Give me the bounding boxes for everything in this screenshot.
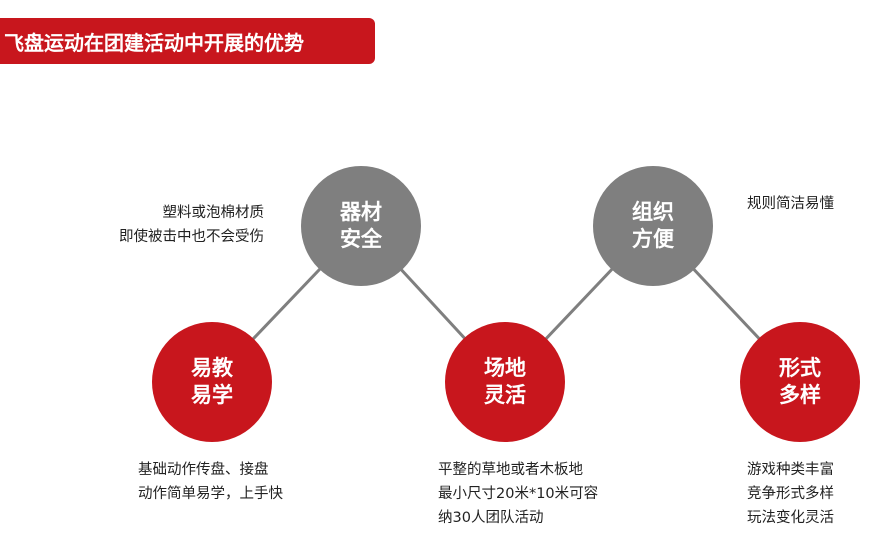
desc-line: 最小尺寸20米*10米可容 <box>438 486 599 502</box>
node-label-line2: 多样 <box>779 383 821 407</box>
desc-line: 塑料或泡棉材质 <box>162 205 265 221</box>
desc-line: 基础动作传盘、接盘 <box>138 462 269 478</box>
node-label-line2: 方便 <box>632 227 674 251</box>
node-easy-to-learn: 易教 易学 <box>152 322 272 442</box>
node-label-line2: 安全 <box>340 227 382 251</box>
node-label-line1: 器材 <box>340 200 382 224</box>
desc-line: 纳30人团队活动 <box>438 510 544 526</box>
desc-line: 规则简洁易懂 <box>747 196 834 212</box>
node-label-line1: 易教 <box>191 356 233 380</box>
desc-line: 竞争形式多样 <box>747 486 834 502</box>
desc-line: 动作简单易学，上手快 <box>138 486 283 502</box>
node-safe-equipment: 器材 安全 <box>301 166 421 286</box>
title-banner: 飞盘运动在团建活动中开展的优势 <box>0 18 375 64</box>
node-diverse-forms: 形式 多样 <box>740 322 860 442</box>
desc-easy-organize: 规则简洁易懂 <box>747 192 834 216</box>
node-flexible-venue: 场地 灵活 <box>445 322 565 442</box>
desc-line: 即使被击中也不会受伤 <box>119 229 264 245</box>
desc-easy-to-learn: 基础动作传盘、接盘 动作简单易学，上手快 <box>138 458 283 506</box>
node-easy-organize: 组织 方便 <box>593 166 713 286</box>
desc-flexible-venue: 平整的草地或者木板地 最小尺寸20米*10米可容 纳30人团队活动 <box>438 458 598 530</box>
node-label-line1: 形式 <box>779 356 821 380</box>
desc-line: 平整的草地或者木板地 <box>438 462 583 478</box>
page-title: 飞盘运动在团建活动中开展的优势 <box>4 30 304 55</box>
desc-line: 玩法变化灵活 <box>747 510 834 526</box>
node-label-line1: 场地 <box>484 356 526 380</box>
node-label-line1: 组织 <box>632 200 674 224</box>
desc-safe-equipment: 塑料或泡棉材质 即使被击中也不会受伤 <box>119 201 264 249</box>
node-label-line2: 易学 <box>191 383 233 407</box>
node-label-line2: 灵活 <box>484 383 526 407</box>
desc-line: 游戏种类丰富 <box>747 462 834 478</box>
desc-diverse-forms: 游戏种类丰富 竞争形式多样 玩法变化灵活 <box>747 458 834 530</box>
